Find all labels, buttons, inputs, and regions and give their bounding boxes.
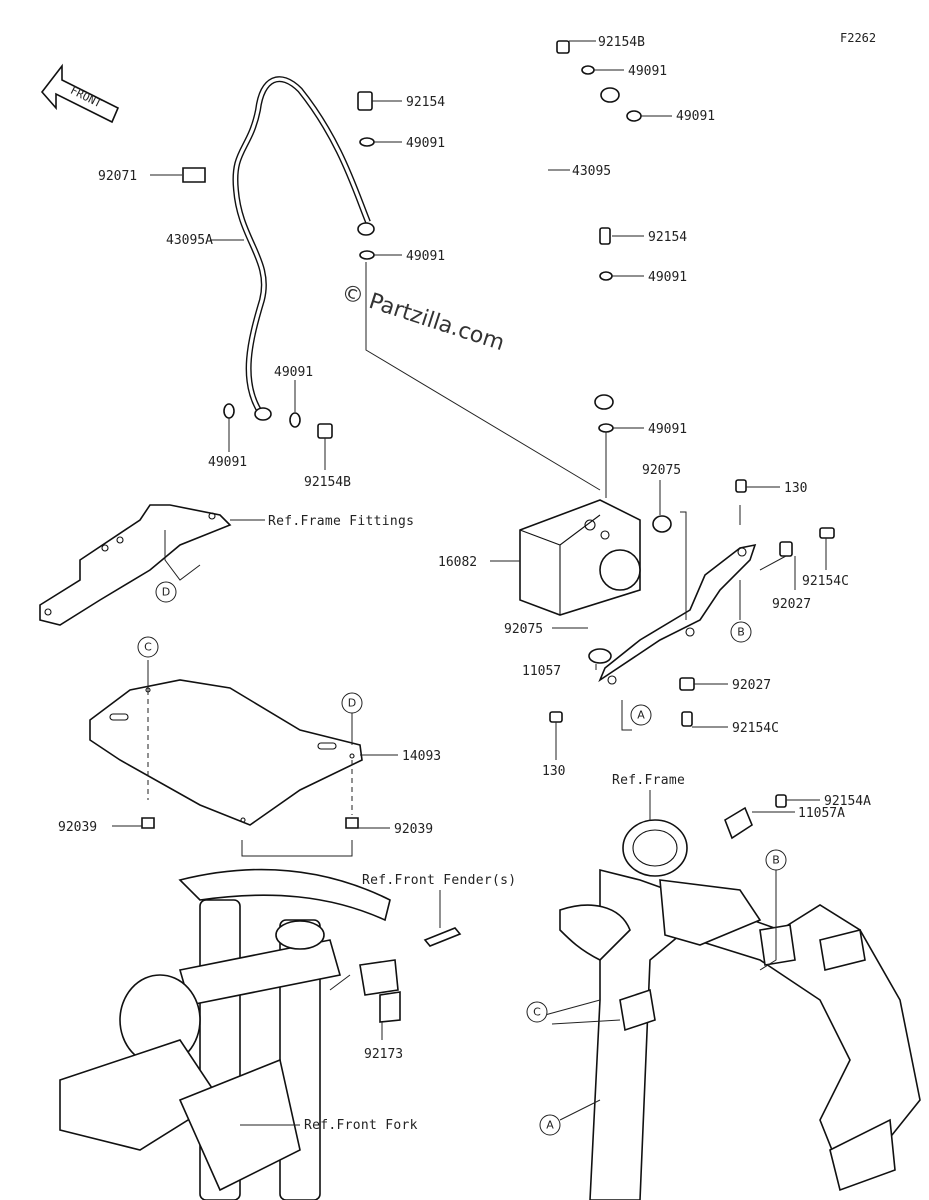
bracket-11057 (549, 479, 835, 727)
svg-text:D: D (348, 697, 356, 710)
frame-fittings (39, 504, 232, 626)
part-label-49091-b: 49091 (676, 109, 715, 124)
front-fork-assembly (59, 868, 462, 1200)
svg-text:A: A (637, 709, 645, 722)
ref-label-frame: Ref.Frame (612, 773, 685, 788)
part-label-49091-d: 49091 (648, 422, 687, 437)
callout-d-fittings: D (155, 581, 177, 603)
watermark: © Partzilla.com (338, 280, 507, 356)
part-label-49091-c: 49091 (648, 270, 687, 285)
svg-text:B: B (737, 626, 745, 639)
callout-b-frame: B (765, 849, 787, 871)
part-label-92154B-top: 92154B (598, 35, 645, 50)
callout-c-top: C (137, 636, 159, 658)
abs-unit-16082 (519, 499, 672, 664)
part-label-43095: 43095 (572, 164, 611, 179)
ref-label-front-fender: Ref.Front Fender(s) (362, 873, 516, 888)
part-label-92027-a: 92027 (772, 597, 811, 612)
part-label-43095A: 43095A (166, 233, 213, 248)
part-label-11057A: 11057A (798, 806, 845, 821)
part-label-92039-b: 92039 (394, 822, 433, 837)
svg-text:C: C (144, 641, 152, 654)
callout-a-frame: A (539, 1114, 561, 1136)
part-label-92075-b: 92075 (504, 622, 543, 637)
svg-text:B: B (772, 854, 780, 867)
part-label-130-b: 130 (542, 764, 565, 779)
diagram-code: F2262 (840, 31, 876, 45)
part-label-92173: 92173 (364, 1047, 403, 1062)
part-label-92154-right: 92154 (648, 230, 687, 245)
svg-text:A: A (546, 1119, 554, 1132)
part-label-49091-f: 49091 (406, 249, 445, 264)
callout-a-frame-leader (559, 1099, 601, 1121)
leader-lines (112, 40, 827, 1126)
part-label-92071: 92071 (98, 169, 137, 184)
part-label-11057: 11057 (522, 664, 561, 679)
svg-text:D: D (162, 586, 170, 599)
part-label-16082: 16082 (438, 555, 477, 570)
front-arrow-icon: FRONT (40, 63, 120, 124)
part-label-49091-a: 49091 (628, 64, 667, 79)
frame-assembly (559, 794, 921, 1200)
part-label-92154C-b: 92154C (732, 721, 779, 736)
part-label-49091-h: 49091 (274, 365, 313, 380)
part-label-92039-a: 92039 (58, 820, 97, 835)
part-label-92027-b: 92027 (732, 678, 771, 693)
callout-b-bracket: B (730, 621, 752, 643)
ref-label-front-fork: Ref.Front Fork (304, 1118, 418, 1133)
part-label-92154C-a: 92154C (802, 574, 849, 589)
ref-label-frame-fittings: Ref.Frame Fittings (268, 514, 414, 529)
svg-text:C: C (533, 1006, 541, 1019)
part-label-130-a: 130 (784, 481, 807, 496)
part-label-14093: 14093 (402, 749, 441, 764)
part-label-92154A: 92154A (824, 794, 871, 809)
part-label-92154-left: 92154 (406, 95, 445, 110)
brake-hose-43095A (182, 76, 375, 439)
part-label-92075-a: 92075 (642, 463, 681, 478)
callout-c-frame: C (526, 1001, 548, 1023)
callout-a-bracket: A (630, 704, 652, 726)
part-label-49091-g: 49091 (208, 455, 247, 470)
brake-hose-43095 (526, 40, 642, 433)
part-label-92154B-low: 92154B (304, 475, 351, 490)
callout-d-plate: D (341, 692, 363, 714)
part-label-49091-e: 49091 (406, 136, 445, 151)
cover-plate-14093 (89, 679, 363, 857)
